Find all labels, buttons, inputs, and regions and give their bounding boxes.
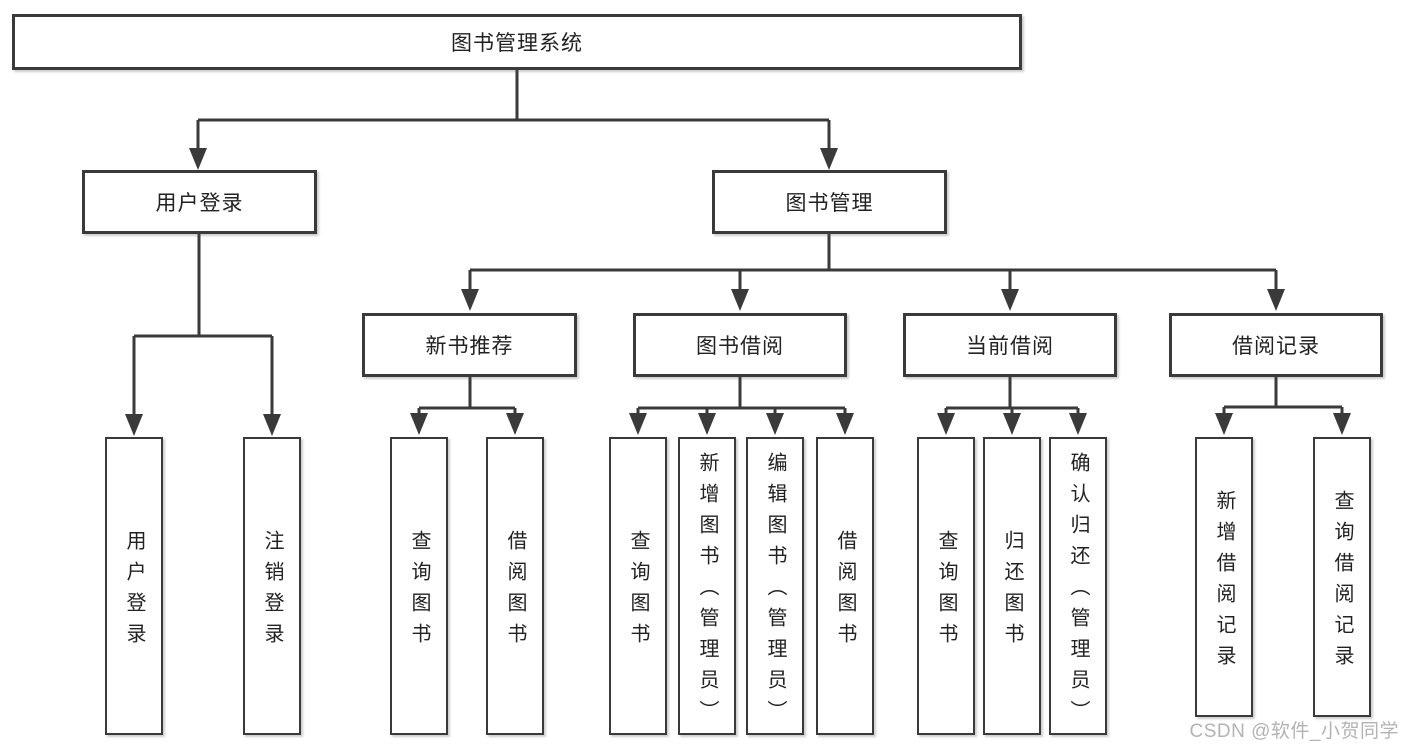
csdn-watermark: CSDN @软件_小贺同学	[1189, 721, 1399, 742]
node-root-label: 图书管理系统	[451, 32, 583, 55]
node-user-login: 用户登录	[82, 170, 317, 234]
arrowhead-icons	[125, 148, 1351, 436]
leaf-return-books-label: 归还图书	[1001, 529, 1023, 654]
node-book-management-label: 图书管理	[785, 192, 874, 215]
leaf-logout: 注销登录	[243, 437, 301, 735]
node-book-borrowing: 图书借阅	[633, 313, 847, 377]
leaf-query-books-recommend-label: 查询图书	[408, 529, 430, 654]
node-new-book-recommend: 新书推荐	[362, 313, 577, 377]
leaf-return-books: 归还图书	[983, 437, 1041, 735]
leaf-query-borrow-record: 查询借阅记录	[1313, 437, 1371, 717]
leaf-query-books-current-label: 查询图书	[935, 529, 957, 654]
leaf-query-books-borrowing-label: 查询图书	[627, 529, 649, 654]
node-new-book-recommend-label: 新书推荐	[425, 335, 514, 358]
leaf-query-borrow-record-label: 查询借阅记录	[1331, 489, 1353, 676]
leaf-add-book-admin-label: 新增图书（管理员）	[696, 452, 718, 731]
leaf-add-borrow-record: 新增借阅记录	[1195, 437, 1253, 717]
node-current-borrowing-label: 当前借阅	[966, 335, 1054, 358]
leaf-edit-book-admin-label: 编辑图书（管理员）	[764, 452, 786, 731]
leaf-confirm-return-admin: 确认归还（管理员）	[1049, 437, 1107, 735]
leaf-confirm-return-admin-label: 确认归还（管理员）	[1067, 452, 1089, 731]
leaf-query-books-borrowing: 查询图书	[609, 437, 667, 735]
leaf-query-books-current: 查询图书	[917, 437, 975, 735]
node-borrow-records: 借阅记录	[1169, 313, 1383, 377]
leaf-edit-book-admin: 编辑图书（管理员）	[746, 437, 804, 735]
leaf-borrow-books-recommend: 借阅图书	[486, 437, 544, 735]
node-user-login-label: 用户登录	[155, 192, 244, 215]
leaf-user-login: 用户登录	[105, 437, 163, 735]
connector-lines	[132, 70, 1344, 416]
node-book-management: 图书管理	[712, 170, 947, 234]
node-current-borrowing: 当前借阅	[903, 313, 1117, 377]
node-root: 图书管理系统	[12, 14, 1022, 70]
leaf-borrow-books-borrowing-label: 借阅图书	[834, 529, 856, 654]
leaf-add-borrow-record-label: 新增借阅记录	[1213, 489, 1235, 676]
leaf-borrow-books-recommend-label: 借阅图书	[504, 529, 526, 654]
leaf-borrow-books-borrowing: 借阅图书	[816, 437, 874, 735]
leaf-query-books-recommend: 查询图书	[390, 437, 448, 735]
node-borrow-records-label: 借阅记录	[1232, 335, 1320, 358]
node-book-borrowing-label: 图书借阅	[696, 335, 784, 358]
leaf-user-login-label: 用户登录	[123, 529, 145, 654]
leaf-add-book-admin: 新增图书（管理员）	[678, 437, 736, 735]
leaf-logout-label: 注销登录	[261, 529, 283, 654]
